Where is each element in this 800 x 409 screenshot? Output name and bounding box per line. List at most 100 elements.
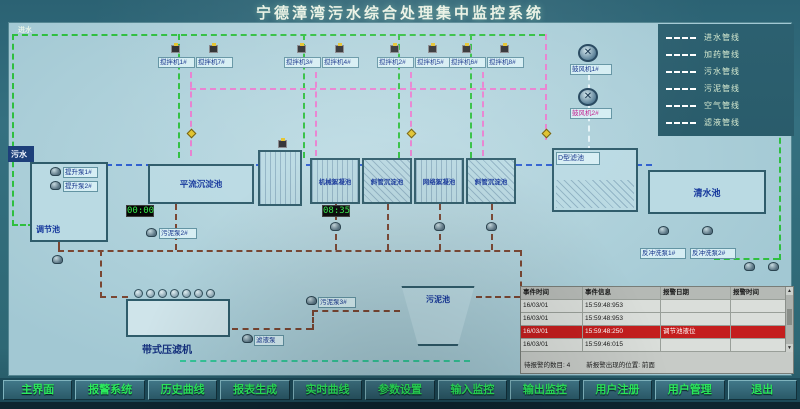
tank-horizontal-sed-label: 平流沉淀池 [179, 179, 223, 189]
backwash-pump-1-icon [658, 226, 669, 235]
pump-icon [330, 222, 341, 231]
pump-icon [52, 255, 63, 264]
tank-inclined-sed-1: 斜管沉淀池 [362, 158, 412, 204]
legend-label: 加药管线 [704, 50, 740, 59]
alarm-cell: 15:59:48:250 [583, 326, 661, 339]
pipe-sludge-to-pool-v [520, 250, 522, 298]
timer-display-1: 00:00 [126, 205, 155, 217]
legend-line-air [666, 104, 696, 107]
nav-input-monitor[interactable]: 输入监控 [437, 380, 508, 400]
pipe-sludge-to-pool-h [476, 296, 520, 298]
pipe-filtrate [180, 360, 470, 362]
nav-report-generate[interactable]: 报表生成 [220, 380, 290, 400]
pipe-pool-out-h [312, 310, 400, 312]
alarm-header-row: 事件时间 事件信息 报警日期 报警时间 [521, 287, 793, 300]
pipe-inflow-into-tank [12, 224, 34, 226]
legend-line-inflow [666, 36, 696, 39]
alarm-cell [731, 313, 787, 326]
tank-mech-floc: 机械絮凝池 [310, 158, 360, 204]
legend-label: 滤液管线 [704, 118, 740, 127]
sewage-inlet-tag [8, 146, 34, 162]
alarm-row[interactable]: 16/03/01 15:59:48:953 [521, 313, 793, 326]
pipe-right-green-h [714, 258, 779, 260]
mixer-label-8: 搅拌机8# [487, 57, 524, 68]
alarm-header-cell: 事件信息 [583, 287, 661, 300]
nav-history-curve[interactable]: 历史曲线 [147, 380, 218, 400]
sludge-pump-3-label: 污泥泵3# [318, 297, 356, 308]
alarm-footer: 待报警的数目: 4 新报警出现的位置: 前面 [524, 359, 655, 369]
belt-press-label: 带式压滤机 [142, 345, 192, 356]
scroll-down-icon[interactable]: ▼ [786, 344, 793, 352]
nav-main[interactable]: 主界面 [3, 380, 73, 400]
alarm-table: 事件时间 事件信息 报警日期 报警时间 16/03/01 15:59:48:95… [520, 286, 794, 374]
page-title: 宁德漳湾污水综合处理集中监控系统 [255, 5, 544, 22]
alarm-row-active[interactable]: 16/03/01 15:59:48:250 调节池液位 [521, 326, 793, 339]
legend-line-sludge [666, 87, 696, 90]
scroll-thumb[interactable] [787, 309, 792, 325]
pipe-inflow-top [12, 34, 545, 36]
pipe-inflow-drop-2 [303, 34, 305, 158]
pipe-sludge-drop-3 [387, 204, 389, 250]
legend-item: 污水管线 [666, 63, 786, 80]
nav-realtime-curve[interactable]: 实时曲线 [292, 380, 363, 400]
pipe-dosing-drop-1 [190, 72, 192, 156]
alarm-cell: 16/03/01 [521, 326, 583, 339]
alarm-header-cell: 事件时间 [521, 287, 583, 300]
belt-press-body [126, 299, 230, 337]
legend-label: 进水管线 [704, 33, 740, 42]
alarm-cell: 16/03/01 [521, 313, 583, 326]
filtrate-pump-label: 滤液泵 [254, 335, 284, 346]
pipe-dosing-drop-3 [410, 72, 412, 156]
pipe-sludge-main [58, 250, 520, 252]
filtrate-pump-icon [242, 334, 253, 343]
pipe-inflow-left [12, 34, 14, 226]
pipe-dosing-drop-4 [482, 72, 484, 156]
mixer-motor-icon [390, 43, 399, 53]
tank-grid-floc-label: 网络絮凝池 [422, 179, 456, 186]
nav-alarm-system[interactable]: 报警系统 [75, 380, 145, 400]
lift-pump-1-icon [50, 167, 61, 176]
sludge-pool-label: 污泥池 [426, 295, 450, 304]
nav-exit[interactable]: 退出 [727, 380, 797, 400]
alarm-count: 待报警的数目: 4 [524, 362, 571, 369]
mixer-label-4: 搅拌机4# [322, 57, 359, 68]
legend-item: 空气管线 [666, 97, 786, 114]
legend-item: 污泥管线 [666, 80, 786, 97]
nav-user-manage[interactable]: 用户管理 [655, 380, 725, 400]
mixer-motor-icon [335, 43, 344, 53]
alarm-cell: 调节池液位 [661, 326, 731, 339]
alarm-row[interactable]: 16/03/01 15:59:48:953 [521, 300, 793, 313]
screen-motor-icon [278, 138, 287, 148]
scroll-up-icon[interactable]: ▲ [786, 287, 793, 295]
sludge-pump-3-icon [306, 296, 317, 305]
nav-parameter-settings[interactable]: 参数设置 [365, 380, 435, 400]
pump-icon [486, 222, 497, 231]
nav-user-register[interactable]: 用户注册 [582, 380, 653, 400]
alarm-scrollbar[interactable]: ▲ ▼ [785, 287, 793, 352]
pipe-right-green-v [779, 128, 781, 260]
lift-pump-2-label: 提升泵2# [63, 181, 98, 192]
fine-screen [258, 150, 302, 206]
sludge-pump-2-icon [146, 228, 157, 237]
pump-icon [434, 222, 445, 231]
alarm-cell: 16/03/01 [521, 339, 583, 352]
pump-icon [744, 262, 755, 271]
alarm-cell [731, 326, 787, 339]
alarm-header-cell: 报警时间 [731, 287, 787, 300]
nav-output-monitor[interactable]: 输出监控 [510, 380, 580, 400]
tank-grid-floc: 网络絮凝池 [414, 158, 464, 204]
bottom-nav-bar: 主界面 报警系统 历史曲线 报表生成 实时曲线 参数设置 输入监控 输出监控 用… [0, 378, 800, 402]
legend-label: 污水管线 [704, 67, 740, 76]
mixer-motor-icon [209, 43, 218, 53]
tank-d-filter-label: D型滤池 [556, 152, 600, 165]
sludge-pump-2-label: 污泥泵2# [159, 228, 197, 239]
sewage-inlet-label: 污水 [11, 150, 27, 159]
timer-display-2: 08:35 [322, 205, 351, 217]
backwash-pump-1-label: 反冲洗泵1# [640, 248, 686, 259]
alarm-row[interactable]: 16/03/01 15:59:46:015 [521, 339, 793, 352]
legend-label: 空气管线 [704, 101, 740, 110]
alarm-cell [731, 339, 787, 352]
press-roller-icon [170, 289, 179, 298]
pipe-dosing-drop-2 [315, 72, 317, 156]
